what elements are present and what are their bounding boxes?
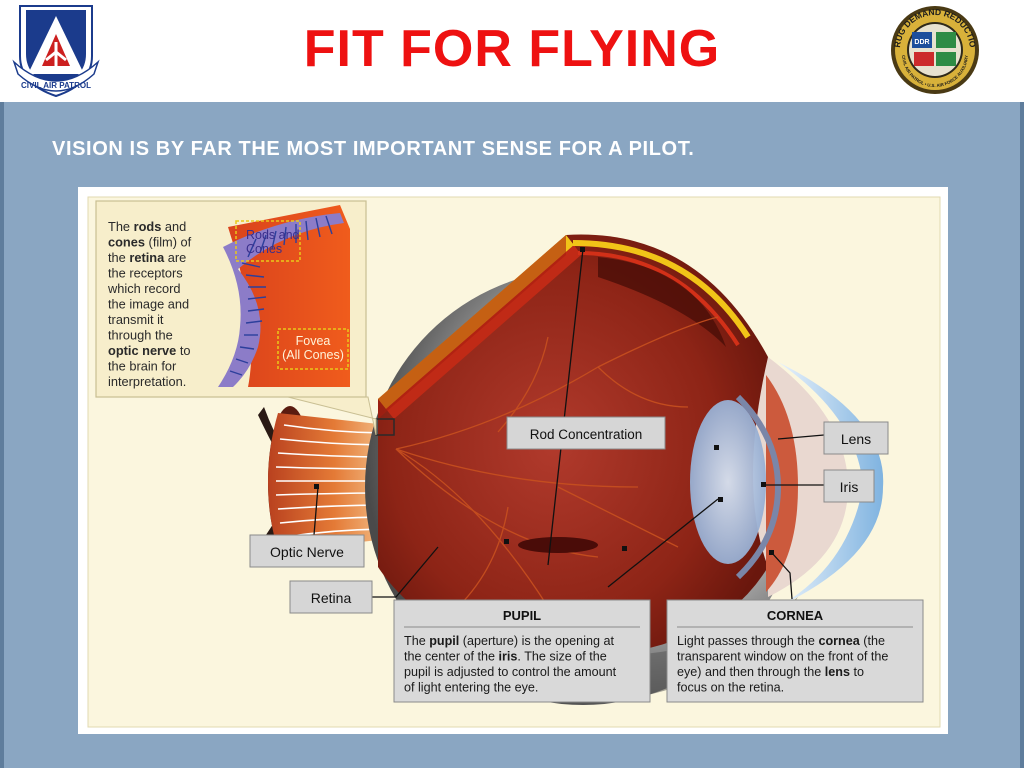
pupil-box-line: pupil is adjusted to control the amount xyxy=(404,665,617,679)
retinal-vessels xyxy=(395,316,719,608)
inset-text-bold-term: rods xyxy=(134,219,162,234)
inset-text-bold-term: optic nerve xyxy=(108,343,176,358)
fovea-label-line1: Fovea xyxy=(296,334,331,348)
pointer-lines xyxy=(312,248,825,600)
ddr-badge-text: DDR xyxy=(914,39,929,46)
inset-text-text-run: which record xyxy=(107,281,181,296)
pupil-box-line: of light entering the eye. xyxy=(404,681,538,695)
rods-cones-marker xyxy=(235,220,301,262)
fovea-label-line2: (All Cones) xyxy=(282,348,344,362)
cornea-box-line: eye) and then through the lens to xyxy=(677,665,864,679)
label-retina: Retina xyxy=(289,580,373,614)
inset-receptor-layer xyxy=(218,213,344,387)
pupil-title: PUPIL xyxy=(503,608,541,623)
pupil-box-text-run: the center of the xyxy=(404,650,499,664)
cornea-info-box: CORNEA Light passes through the cornea (… xyxy=(666,599,924,703)
label-iris: Iris xyxy=(823,469,875,503)
cornea-box-bold-term: lens xyxy=(825,665,850,679)
inset-text-text-run: The xyxy=(108,219,134,234)
inset-text-text-run: (film) of xyxy=(145,235,192,250)
inset-text-line: the image and xyxy=(108,297,189,312)
inset-rods-cones xyxy=(229,215,333,376)
inset-text-line: the brain for xyxy=(108,359,177,374)
pupil-box-line: the center of the iris. The size of the xyxy=(404,650,607,664)
label-rod-concentration: Rod Concentration xyxy=(506,416,666,450)
inset-text-text-run: transmit it xyxy=(108,312,164,327)
pupil-box-text-run: (aperture) is the opening at xyxy=(459,634,614,648)
pupil-box-bold-term: pupil xyxy=(429,634,459,648)
page-title: FIT FOR FLYING xyxy=(303,20,721,78)
pupil-box-text-run: The xyxy=(404,634,429,648)
inset-text-line: transmit it xyxy=(108,312,164,327)
retina-text: Retina xyxy=(311,590,352,606)
inset-text-line: optic nerve to xyxy=(108,343,191,358)
inset-text-line: interpretation. xyxy=(108,374,186,389)
civil-air-patrol-logo: CIVIL AIR PATROL xyxy=(12,5,100,98)
pupil-box-text-run: . The size of the xyxy=(517,650,606,664)
optic-nerve xyxy=(268,413,388,551)
cornea-box-text-run: eye) and then through the xyxy=(677,665,825,679)
inset-text-text-run: the receptors xyxy=(108,266,183,281)
optic-nerve-text: Optic Nerve xyxy=(270,544,344,560)
cornea-box-line: Light passes through the cornea (the xyxy=(677,634,885,648)
cornea-title: CORNEA xyxy=(767,608,824,623)
pupil-info-box: PUPIL The pupil (aperture) is the openin… xyxy=(393,599,651,703)
iris-text: Iris xyxy=(840,479,859,495)
eye-anatomy-diagram: Rods and Cones Fovea (All Cones) The rod… xyxy=(78,187,948,734)
cornea-box-text-run: to xyxy=(850,665,864,679)
cornea-box-text-run: (the xyxy=(860,634,885,648)
label-optic-nerve: Optic Nerve xyxy=(249,534,365,568)
inset-text-bold-term: retina xyxy=(129,250,165,265)
pupil-box-text-run: of light entering the eye. xyxy=(404,681,538,695)
rods-cones-label-line2: Cones xyxy=(246,242,282,256)
inset-text-line: the retina are xyxy=(108,250,186,265)
rod-concentration-text: Rod Concentration xyxy=(530,427,643,442)
inset-text-text-run: through the xyxy=(108,328,173,343)
subtitle: VISION IS BY FAR THE MOST IMPORTANT SENS… xyxy=(52,138,695,160)
pupil-box-text-run: pupil is adjusted to control the amount xyxy=(404,665,617,679)
inset-text-text-run: the xyxy=(108,250,129,265)
inset-text-line: cones (film) of xyxy=(108,235,192,250)
pupil-description: The pupil (aperture) is the opening at th… xyxy=(404,634,617,695)
lens xyxy=(690,400,766,564)
cornea-box-line: transparent window on the front of the xyxy=(677,650,888,664)
inset-text-text-run: are xyxy=(164,250,186,265)
cap-logo-text: CIVIL AIR PATROL xyxy=(21,81,91,90)
cornea-box-text-run: transparent window on the front of the xyxy=(677,650,888,664)
pupil-box-bold-term: iris xyxy=(499,650,518,664)
cornea-box-text-run: focus on the retina. xyxy=(677,681,784,695)
inset-text-text-run: and xyxy=(161,219,186,234)
inset-text-text-run: to xyxy=(176,343,190,358)
inset-text-text-run: interpretation. xyxy=(108,374,186,389)
cornea-box-line: focus on the retina. xyxy=(677,681,784,695)
inset-text-text-run: the brain for xyxy=(108,359,177,374)
label-lens: Lens xyxy=(823,421,889,455)
lens-text: Lens xyxy=(841,431,871,447)
inset-text-text-run: the image and xyxy=(108,297,189,312)
inset-text-line: the receptors xyxy=(108,266,183,281)
inset-text-line: through the xyxy=(108,328,173,343)
drug-demand-reduction-logo: DDR DRUG DEMAND REDUCTION CIVIL AIR PATR… xyxy=(878,2,979,94)
inset-text-bold-term: cones xyxy=(108,235,145,250)
rods-cones-label-line1: Rods and xyxy=(246,228,300,242)
inset-text-line: The rods and xyxy=(108,219,186,234)
slide-header xyxy=(0,0,1024,102)
cornea-description: Light passes through the cornea (the tran… xyxy=(677,634,888,695)
cornea-box-bold-term: cornea xyxy=(818,634,860,648)
cornea-box-text-run: Light passes through the xyxy=(677,634,818,648)
pupil-box-line: The pupil (aperture) is the opening at xyxy=(404,634,614,648)
inset-text-line: which record xyxy=(107,281,181,296)
fovea-marker xyxy=(277,328,349,370)
